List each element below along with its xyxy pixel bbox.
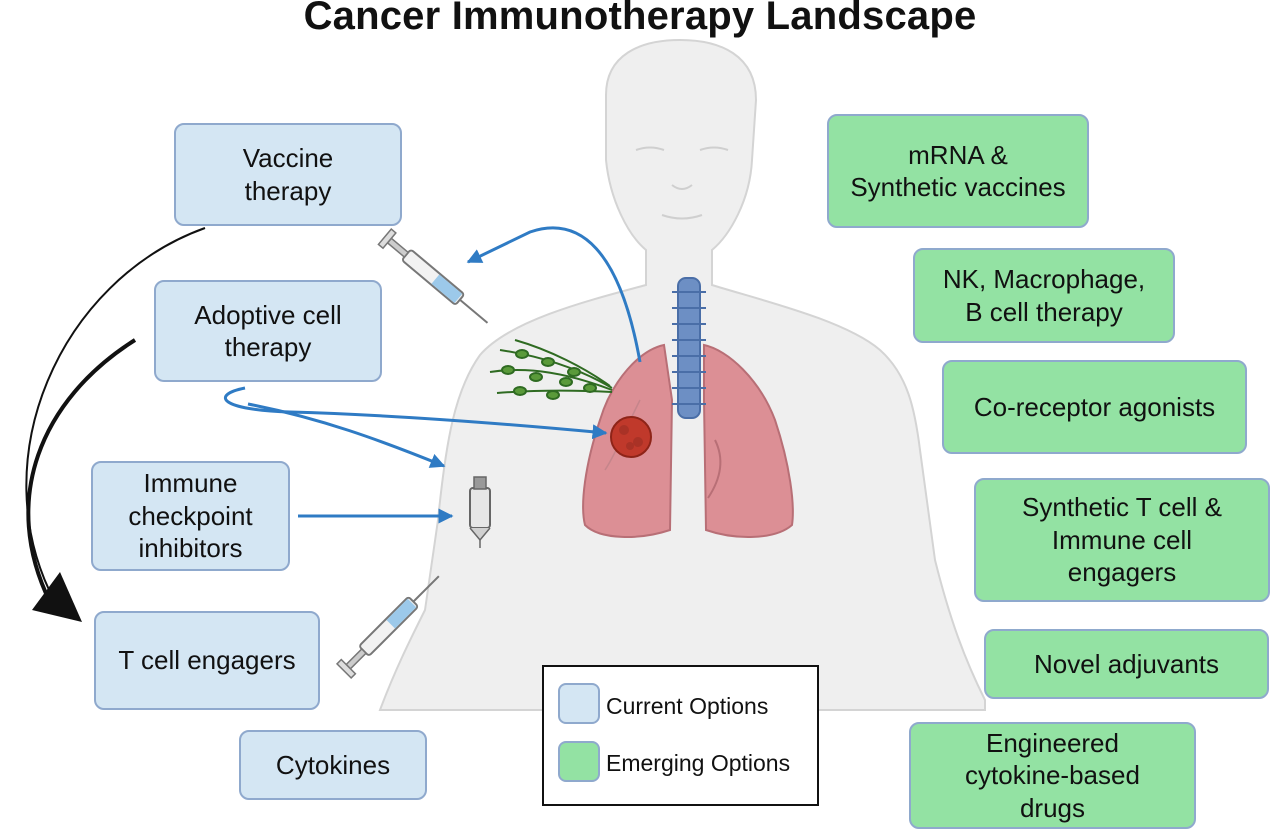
arrow-to-syringe: [466, 226, 642, 363]
t-cell-cluster-icon: [489, 339, 613, 400]
trachea-icon: [672, 277, 706, 419]
syringe-icon: [377, 228, 489, 324]
box-synthetic-t-cell-engagers: Synthetic T cell & Immune cell engagers: [974, 478, 1270, 602]
arrow-to-arm: [247, 402, 446, 468]
face-features-icon: [635, 146, 729, 220]
legend-swatch-current: [558, 683, 600, 724]
box-co-receptor-agonists: Co-receptor agonists: [942, 360, 1247, 454]
syringe-icon: [335, 575, 440, 680]
legend-label-emerging: Emerging Options: [606, 750, 791, 776]
box-mrna-synthetic-vaccines: mRNA & Synthetic vaccines: [827, 114, 1089, 228]
legend: Current Options Emerging Options: [542, 665, 819, 806]
arrows: [224, 226, 642, 524]
box-nk-macrophage-b-cell-therapy: NK, Macrophage, B cell therapy: [913, 248, 1175, 343]
legend-label-current: Current Options: [606, 693, 769, 719]
black-curved-arrow: [25, 227, 206, 622]
legend-swatch-emerging: [558, 741, 600, 782]
box-t-cell-engagers: T cell engagers: [94, 611, 320, 710]
arrow-to-tumor: [224, 386, 608, 440]
tumor-icon: [610, 416, 652, 458]
box-cytokines: Cytokines: [239, 730, 427, 800]
box-adoptive-cell-therapy: Adoptive cell therapy: [154, 280, 382, 382]
vial-icon: [469, 476, 491, 548]
page-title: Cancer Immunotherapy Landscape: [303, 0, 977, 38]
box-vaccine-therapy: Vaccine therapy: [174, 123, 402, 226]
box-engineered-cytokine-drugs: Engineered cytokine-based drugs: [909, 722, 1196, 829]
box-immune-checkpoint-inhibitors: Immune checkpoint inhibitors: [91, 461, 290, 571]
box-novel-adjuvants: Novel adjuvants: [984, 629, 1269, 699]
